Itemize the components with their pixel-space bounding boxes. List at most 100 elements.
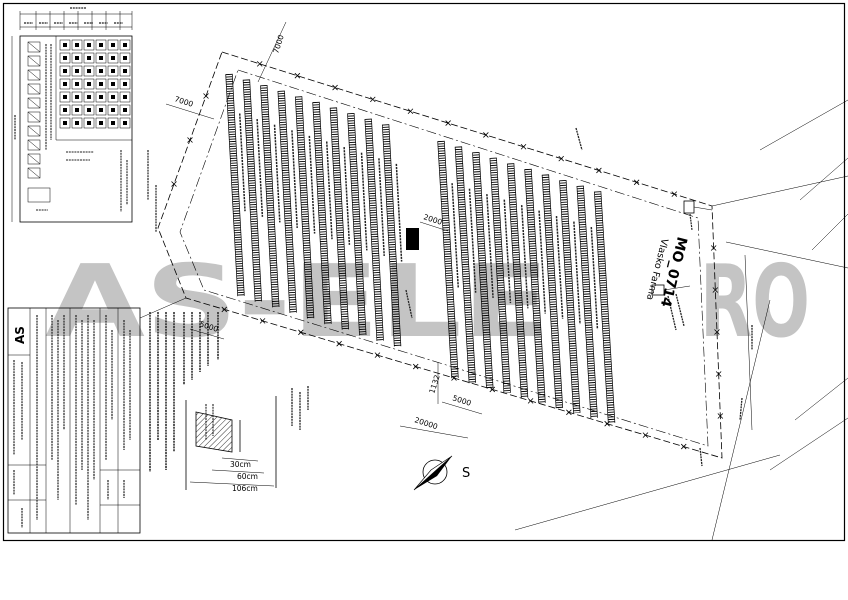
panel-row-rail [312, 102, 326, 325]
inset-strip-diagonal [27, 111, 41, 123]
equipment-text [675, 293, 685, 327]
inset-grid-mark [123, 82, 127, 86]
panel-row-rail [454, 146, 470, 384]
panel-row-rail [318, 101, 332, 324]
panel-row-rail [583, 185, 598, 418]
inset-strip-cell [27, 153, 41, 165]
dimension-line-bottom-span [399, 425, 469, 439]
panel-row-rail [443, 140, 459, 378]
fence-post-marker [332, 84, 338, 91]
inset-grid-mark [63, 95, 67, 99]
panel-row [541, 174, 564, 409]
watermark-right: RO [700, 243, 810, 360]
gate-leader [693, 206, 713, 211]
section-depth-1: 30cm [230, 460, 251, 469]
row-label-text [273, 124, 281, 223]
panel-row-rail [260, 85, 273, 308]
inset-grid-mark [63, 43, 67, 47]
panel-row [277, 90, 297, 313]
inset-grid-cell [107, 91, 119, 103]
fence-post-marker [596, 167, 602, 174]
panel-row-modules [472, 152, 493, 389]
panel-row [506, 163, 529, 399]
inset-strip-cell [27, 125, 41, 137]
fence-post-marker [221, 306, 228, 313]
inset-strip-diagonal [27, 69, 41, 81]
row-label-text [590, 227, 599, 330]
dimensions: 7000 7000 2000 20000 5000 5000 1132 [165, 21, 483, 439]
inset-grid-mark [63, 108, 67, 112]
parcel-line [799, 157, 848, 201]
panel-row [454, 146, 477, 384]
inset-grid-cell [95, 117, 107, 129]
inset-grid-mark [63, 69, 67, 73]
inset-grid-mark [123, 121, 127, 125]
dimension-line-left [165, 103, 215, 120]
inset-grid-mark [111, 95, 115, 99]
north-arrow: S [413, 455, 470, 491]
inset-strip-diagonal [27, 41, 41, 53]
panel-row-rail [371, 118, 384, 341]
inset-grid-cell [119, 78, 131, 90]
fence-post-marker [483, 132, 489, 138]
inset-grid-mark [87, 82, 91, 86]
inset-grid-cell [59, 52, 71, 64]
panel-row-rail [559, 180, 574, 414]
inset-grid-cell [95, 91, 107, 103]
parcel-line [711, 175, 848, 207]
panel-row-rail [336, 107, 350, 330]
panel-row-rail [231, 73, 245, 296]
row-label-text [360, 152, 368, 251]
watermark: AS-ELE RO [45, 243, 810, 360]
section-depth-3: 106cm [232, 484, 258, 493]
inset-grid-mark [123, 56, 127, 60]
gate-box [683, 200, 695, 214]
inset-strip-diagonal [27, 55, 41, 67]
parcel-line [769, 417, 848, 471]
north-arrow-circle [422, 459, 448, 485]
inset-grid-cell [119, 52, 131, 64]
panel-row [347, 113, 367, 336]
inset-grid-mark [75, 56, 79, 60]
inset-grid-mark [63, 56, 67, 60]
inset-grid-mark [111, 82, 115, 86]
fence-post-marker [527, 398, 534, 404]
section-dimension-line [189, 481, 275, 487]
inset-grid-mark [99, 108, 103, 112]
inverter-text [405, 289, 413, 319]
inset-grid-cell [71, 39, 83, 51]
fence-post-marker [680, 443, 687, 450]
row-label-text [378, 158, 385, 257]
dimension-line-bottom-left [189, 328, 225, 340]
inset-grid-cell [107, 117, 119, 129]
dimension-line-top [257, 21, 287, 83]
panel-row-rail [461, 146, 477, 383]
row-label-text [573, 221, 581, 325]
row-label-text [503, 199, 512, 304]
row-label-text [520, 205, 529, 309]
panel-row [381, 124, 402, 347]
inset-strip-diagonal [27, 97, 41, 109]
inset-grid-mark [123, 108, 127, 112]
detail-plan-inset [11, 7, 133, 223]
fence-post-marker [203, 93, 209, 99]
row-label-text [451, 183, 459, 288]
panel-row-modules [507, 163, 528, 399]
fence-post-marker [633, 179, 640, 186]
panel-row [489, 157, 511, 394]
panel-row-modules [347, 113, 366, 336]
panel-row-rail [353, 113, 367, 336]
panel-row [437, 140, 459, 379]
panel-row-modules [594, 191, 615, 424]
panel-row-rail [284, 90, 297, 313]
inset-grid-cell [71, 65, 83, 77]
dimension-text [699, 447, 703, 467]
inset-grid-cell [59, 39, 71, 51]
inset-grid-mark [87, 56, 91, 60]
panel-row-modules [330, 107, 349, 330]
row-label-text [538, 210, 546, 314]
panel-row-modules [225, 73, 245, 297]
panel-row-modules [278, 90, 297, 313]
inset-grid-cell [59, 104, 71, 116]
inset-grid-mark [87, 108, 91, 112]
